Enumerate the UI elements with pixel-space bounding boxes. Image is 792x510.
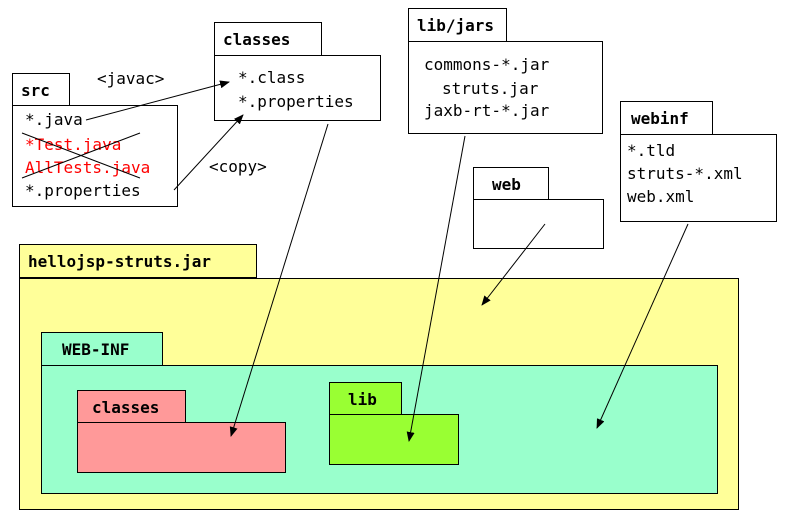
libjars-line-struts: struts.jar <box>442 79 539 98</box>
arrow-classes-to-jar <box>229 123 329 437</box>
libjars-folder <box>408 41 603 134</box>
classes-src-line-class: *.class <box>238 68 306 87</box>
webinf-src-line-struts: struts-*.xml <box>627 164 743 183</box>
libjars-tab: lib/jars <box>408 8 507 42</box>
webinf-dest-title: WEB-INF <box>62 340 130 359</box>
arrow-jars-to-lib <box>406 135 466 442</box>
src-title: src <box>21 81 50 100</box>
copy-label: <copy> <box>209 157 267 176</box>
classes-dest-folder <box>77 422 286 473</box>
classes-src-tab: classes <box>214 22 322 56</box>
webinf-src-folder <box>620 134 777 222</box>
libjars-title: lib/jars <box>417 16 495 35</box>
web-folder <box>473 199 604 249</box>
lib-dest-folder <box>329 414 459 465</box>
libjars-line-jaxb: jaxb-rt-*.jar <box>424 101 550 120</box>
javac-label: <javac> <box>97 69 165 88</box>
classes-src-line-properties: *.properties <box>238 92 354 111</box>
web-title: web <box>492 175 521 194</box>
libjars-line-commons: commons-*.jar <box>424 55 550 74</box>
jar-tab: hellojsp-struts.jar <box>19 244 257 278</box>
webinf-src-line-tld: *.tld <box>627 141 676 160</box>
src-line-alltests-excluded: AllTests.java <box>25 158 151 177</box>
web-tab: web <box>473 167 549 200</box>
src-line-java: *.java <box>25 110 83 129</box>
webinf-src-tab: webinf <box>620 101 713 135</box>
webinf-src-title: webinf <box>631 109 689 128</box>
src-folder <box>12 105 178 207</box>
classes-src-folder <box>214 55 381 121</box>
src-line-properties: *.properties <box>25 181 141 200</box>
strike-line-2 <box>21 132 141 179</box>
arrow-webinf-to-jar <box>596 223 689 429</box>
classes-dest-title: classes <box>92 398 160 417</box>
lib-dest-tab: lib <box>329 382 402 415</box>
lib-dest-title: lib <box>348 390 377 409</box>
arrow-javac <box>85 80 230 121</box>
jar-title: hellojsp-struts.jar <box>28 252 212 271</box>
arrow-web-to-jar <box>481 223 546 306</box>
src-tab: src <box>12 73 70 106</box>
webinf-src-line-webxml: web.xml <box>627 187 695 206</box>
arrow-copy-properties <box>173 114 244 191</box>
webinf-dest-tab: WEB-INF <box>41 332 163 366</box>
classes-src-title: classes <box>223 30 291 49</box>
